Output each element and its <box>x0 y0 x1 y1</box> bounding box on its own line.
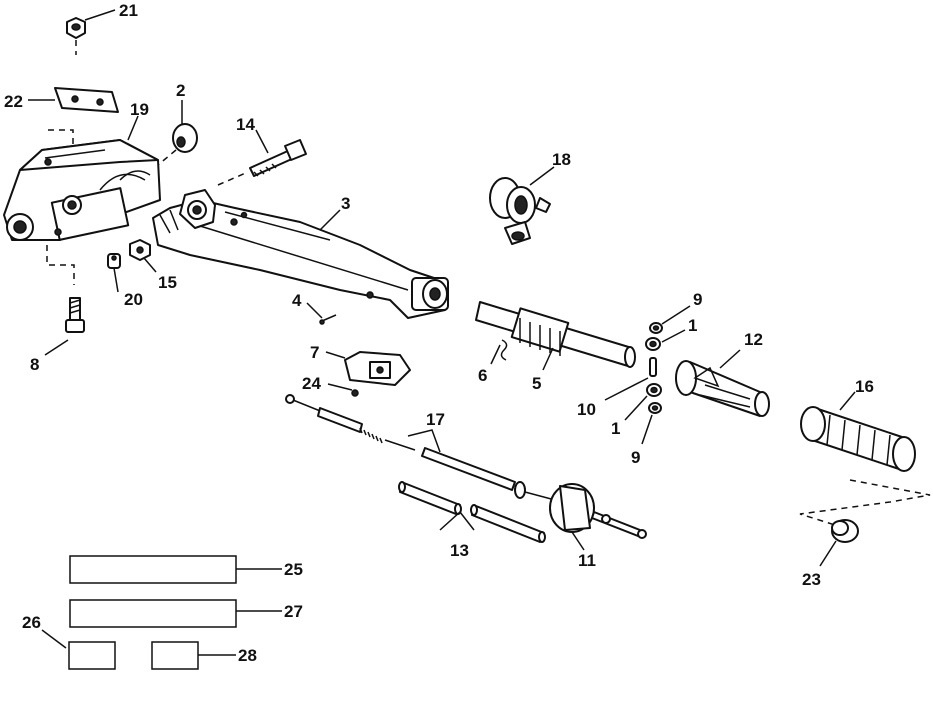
part-6-spring <box>500 339 508 361</box>
part-23-cap <box>831 519 859 543</box>
callout-3: 3 <box>341 194 350 213</box>
callout-26: 26 <box>22 613 41 632</box>
part-5-tube <box>475 301 636 368</box>
callout-7: 7 <box>310 343 319 362</box>
decal-27 <box>69 599 237 628</box>
callout-13: 13 <box>450 541 469 560</box>
part-19-bracket <box>3 129 161 285</box>
part-9-nut-upper <box>649 322 663 334</box>
part-1-washer-upper <box>645 337 661 351</box>
decal-25 <box>69 555 237 584</box>
callout-16: 16 <box>855 377 874 396</box>
part-3-steering-arm <box>152 189 449 319</box>
part-8-bolt <box>65 297 85 333</box>
callout-1-lower: 1 <box>611 419 620 438</box>
callout-9-upper: 9 <box>693 290 702 309</box>
callout-5: 5 <box>532 374 541 393</box>
callout-4: 4 <box>292 291 302 310</box>
callout-23: 23 <box>802 570 821 589</box>
callout-12: 12 <box>744 330 763 349</box>
callout-18: 18 <box>552 150 571 169</box>
callout-20: 20 <box>124 290 143 309</box>
callout-9-lower: 9 <box>631 448 640 467</box>
part-10-pin <box>649 357 657 377</box>
callout-19: 19 <box>130 100 149 119</box>
callout-2: 2 <box>176 81 185 100</box>
callout-10: 10 <box>577 400 596 419</box>
callout-1-upper: 1 <box>688 316 697 335</box>
callout-15: 15 <box>158 273 177 292</box>
part-20-grease-fitting <box>107 253 121 269</box>
callout-28: 28 <box>238 646 257 665</box>
part-1-washer-lower <box>646 383 662 397</box>
part-24-screw <box>351 389 359 397</box>
callout-11: 11 <box>578 551 596 570</box>
callout-8: 8 <box>30 355 39 374</box>
decal-28 <box>151 641 199 670</box>
part-14-bolt <box>217 139 307 186</box>
part-2-washer <box>157 123 198 166</box>
leader-lines <box>28 9 856 656</box>
part-9-nut-lower <box>648 402 662 414</box>
callout-14: 14 <box>236 115 255 134</box>
part-18-collar <box>489 177 551 245</box>
callout-27: 27 <box>284 602 303 621</box>
part-21-nut <box>66 17 86 55</box>
part-7-bracket <box>344 351 411 386</box>
callout-25: 25 <box>284 560 303 579</box>
part-11-weight <box>524 483 647 539</box>
callout-22: 22 <box>4 92 23 111</box>
part-17-shaft <box>285 394 526 499</box>
part-15-nut <box>129 239 151 261</box>
part-13-sleeves <box>398 481 546 543</box>
part-4-pin <box>319 314 337 325</box>
callout-17: 17 <box>426 410 445 429</box>
part-16-grip <box>799 406 931 526</box>
part-12-housing <box>675 360 770 417</box>
callout-6: 6 <box>478 366 487 385</box>
callout-21: 21 <box>119 1 138 20</box>
callout-24: 24 <box>302 374 321 393</box>
part-22-plate <box>54 87 119 113</box>
decal-26 <box>68 641 116 670</box>
